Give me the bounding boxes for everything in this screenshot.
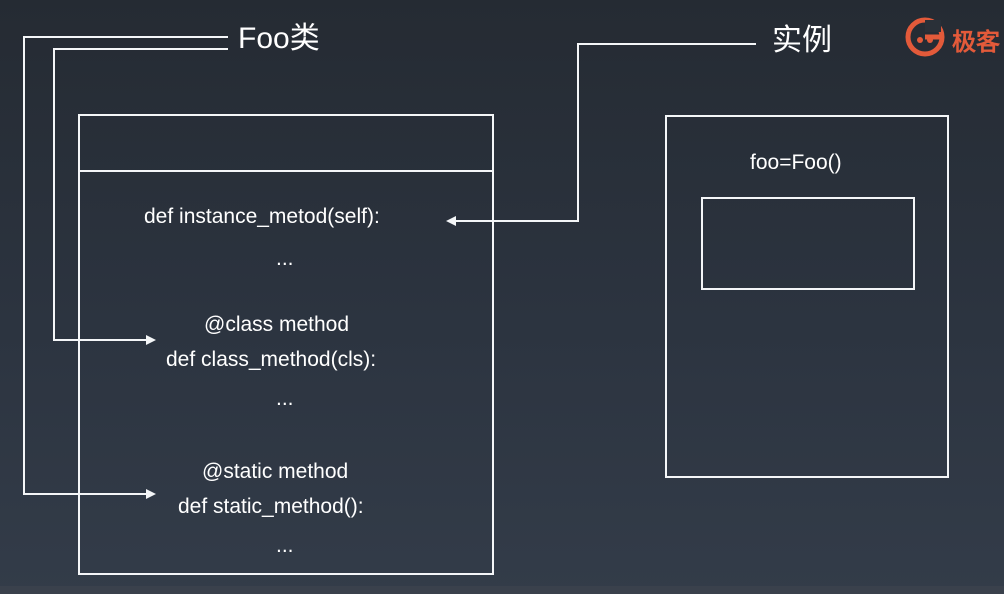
instance-title: 实例 [772,24,832,57]
class-box [78,114,494,575]
geek-time-logo-icon [904,16,946,63]
brand-logo-text: 极客 [952,29,1000,56]
class-method-ellipsis: ... [276,387,294,410]
static-method-ellipsis: ... [276,534,294,557]
instance-method-ellipsis: ... [276,247,294,270]
instance-box [665,115,949,478]
class-method-decorator: @class method [204,313,350,336]
class-method-definition: def class_method(cls): [166,348,377,371]
brand-logo: 极客 [904,16,1000,63]
bottom-bar [0,586,1004,594]
instance-method-definition: def instance_metod(self): [144,205,380,228]
class-title: Foo类 [238,22,320,55]
instance-expression: foo=Foo() [750,151,842,174]
static-method-decorator: @static method [202,460,349,483]
instance-inner-box [701,197,915,290]
static-method-definition: def static_method(): [178,495,364,518]
